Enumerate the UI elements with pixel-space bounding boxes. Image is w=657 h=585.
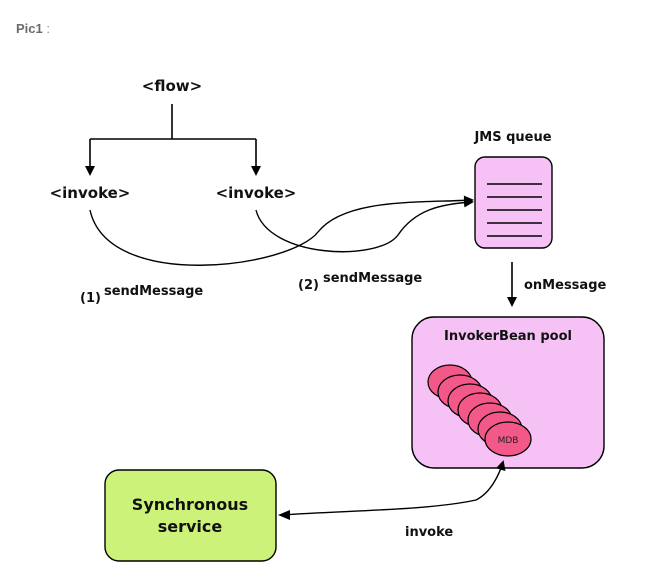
invoke-edge-label: invoke bbox=[405, 525, 453, 540]
figure-caption: Pic1 : bbox=[16, 21, 50, 36]
on-message-label: onMessage bbox=[524, 278, 606, 293]
caption-title: Pic1 bbox=[16, 21, 43, 36]
synchronous-service-box bbox=[104, 469, 277, 562]
invoke-right-label: <invoke> bbox=[216, 184, 297, 202]
mdb-instance-stack bbox=[427, 364, 532, 457]
jms-queue-box bbox=[474, 156, 553, 249]
jms-queue-label: JMS queue bbox=[473, 130, 551, 145]
send-message-2-curve bbox=[255, 197, 474, 253]
invoker-bean-pool-label: InvokerBean pool bbox=[444, 329, 572, 344]
mdb-label: MDB bbox=[498, 436, 519, 446]
invoker-bean-pool-box bbox=[411, 316, 605, 469]
flow-branch-connector bbox=[85, 104, 261, 176]
invoke-edge-start-arrowhead bbox=[278, 510, 290, 520]
synchronous-service-label-line2: service bbox=[158, 517, 223, 536]
invoke-left-label: <invoke> bbox=[50, 184, 131, 202]
send-message-2-label: sendMessage bbox=[323, 271, 422, 286]
synchronous-service-label-line1: Synchronous bbox=[132, 495, 248, 514]
send-message-1-label: sendMessage bbox=[104, 284, 203, 299]
send-message-1-curve bbox=[89, 195, 474, 266]
send-message-1-number: (1) bbox=[80, 291, 101, 306]
caption-separator: : bbox=[42, 21, 50, 36]
send-message-2-number: (2) bbox=[298, 278, 319, 293]
flow-label: <flow> bbox=[142, 77, 202, 95]
invoke-edge bbox=[279, 460, 506, 516]
